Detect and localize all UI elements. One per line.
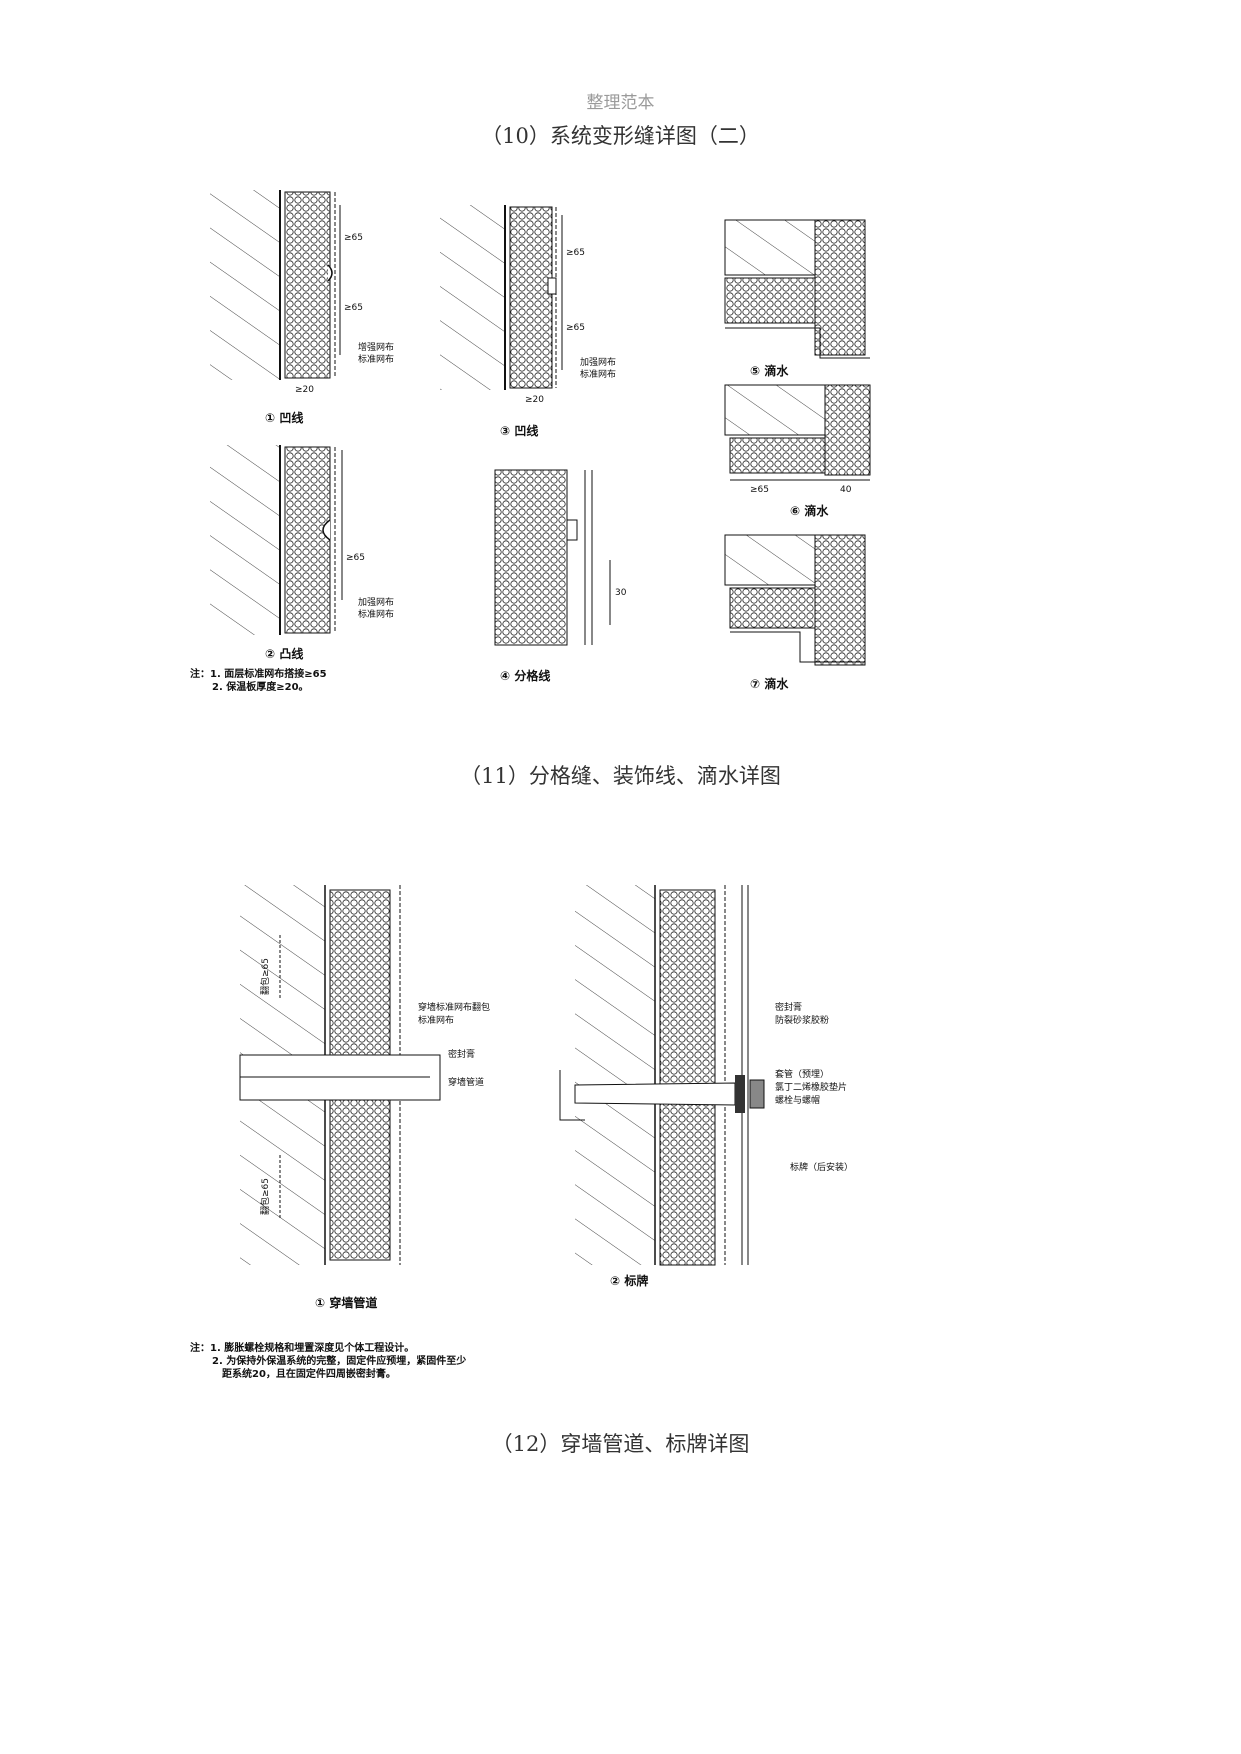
caption-10: （10）系统变形缝详图（二） xyxy=(481,124,760,148)
d12-1-dim-1: 翻包≥65 xyxy=(259,958,271,995)
d1-callout-2: 标准网布 xyxy=(358,353,394,365)
d3-dim-2: ≥65 xyxy=(566,323,585,333)
d12-2-callout-2: 防裂砂浆胶粉 xyxy=(775,1014,829,1026)
caption-11: （11）分格缝、装饰线、滴水详图 xyxy=(460,764,781,788)
caption-12: （12）穿墙管道、标牌详图 xyxy=(491,1432,750,1456)
detail-5-drip xyxy=(724,219,870,359)
figure-12-drawing: 翻包≥65 翻包≥65 穿墙标准网布翻包 标准网布 密封膏 穿墙管道 ① 穿墙管… xyxy=(239,885,853,1310)
d12-1-label: ① 穿墙管道 xyxy=(315,1295,377,1310)
d2-label: ② 凸线 xyxy=(265,646,303,661)
d5-label: ⑤ 滴水 xyxy=(750,363,789,378)
d12-2-label: ② 标牌 xyxy=(610,1273,648,1288)
d3-label: ③ 凹线 xyxy=(500,423,538,438)
detail-6-drip xyxy=(724,384,871,481)
fig11-notes: 注：1. 面层标准网布搭接≥65 2. 保温板厚度≥20。 xyxy=(190,668,327,694)
d12-2-callout-6: 标牌（后安装） xyxy=(790,1161,853,1173)
d12-1-callout-4: 穿墙管道 xyxy=(448,1076,484,1088)
fig12-notes: 注：1. 膨胀螺栓规格和埋置深度见个体工程设计。 2. 为保持外保温系统的完整，… xyxy=(190,1342,466,1381)
d1-dim-2: ≥65 xyxy=(344,303,363,313)
d12-2-callout-1: 密封膏 xyxy=(775,1001,802,1013)
d2-callout-1: 加强网布 xyxy=(358,596,394,608)
d12-2-callout-4: 氯丁二烯橡胶垫片 xyxy=(775,1081,847,1093)
fig11-note-2: 2. 保温板厚度≥20。 xyxy=(212,682,309,693)
detail-7-drip xyxy=(724,534,866,666)
detail-1-groove-line xyxy=(210,190,341,380)
d1-label: ① 凹线 xyxy=(265,410,303,425)
d12-1-callout-2: 标准网布 xyxy=(418,1014,454,1026)
watermark: 整理范本 xyxy=(586,93,655,113)
d12-2-callout-3: 套管（预埋） xyxy=(775,1068,829,1080)
d4-dim-1: 30 xyxy=(615,588,627,598)
d7-label: ⑦ 滴水 xyxy=(750,676,789,691)
detail-12-1-wall-pipe xyxy=(239,885,441,1265)
figure-11-drawing: ≥65 ≥65 ≥20 增强网布 标准网布 ① 凹线 ≥65 加强网布 标准网布… xyxy=(210,190,871,691)
d3-dim-3: ≥20 xyxy=(525,395,544,405)
fig11-note-1: 注：1. 面层标准网布搭接≥65 xyxy=(190,669,327,680)
d6-dim-2: 40 xyxy=(840,485,852,495)
d6-label: ⑥ 滴水 xyxy=(790,503,829,518)
d12-1-callout-1: 穿墙标准网布翻包 xyxy=(418,1001,490,1013)
d1-callout-1: 增强网布 xyxy=(358,341,394,353)
d12-1-dim-2: 翻包≥65 xyxy=(259,1178,271,1215)
d3-callout-2: 标准网布 xyxy=(580,368,616,380)
d3-callout-1: 加强网布 xyxy=(580,356,616,368)
d6-dim-1: ≥65 xyxy=(750,485,769,495)
d12-2-callout-5: 螺栓与螺帽 xyxy=(775,1094,820,1106)
fig12-note-3: 距系统20，且在固定件四周嵌密封膏。 xyxy=(222,1369,396,1380)
d2-dim-1: ≥65 xyxy=(346,553,365,563)
d3-dim-1: ≥65 xyxy=(566,248,585,258)
detail-2-raised-line xyxy=(210,445,343,635)
fig12-note-2: 2. 为保持外保温系统的完整，固定件应预埋，紧固件至少 xyxy=(212,1356,467,1367)
detail-3-groove-line xyxy=(440,205,563,390)
detail-4-division-line xyxy=(494,469,611,646)
detail-12-2-sign xyxy=(559,885,765,1266)
d1-dim-3: ≥20 xyxy=(295,385,314,395)
d2-callout-2: 标准网布 xyxy=(358,608,394,620)
d1-dim-1: ≥65 xyxy=(344,233,363,243)
fig12-note-1: 注：1. 膨胀螺栓规格和埋置深度见个体工程设计。 xyxy=(190,1343,415,1354)
d4-label: ④ 分格线 xyxy=(500,668,550,683)
d12-1-callout-3: 密封膏 xyxy=(448,1048,475,1060)
